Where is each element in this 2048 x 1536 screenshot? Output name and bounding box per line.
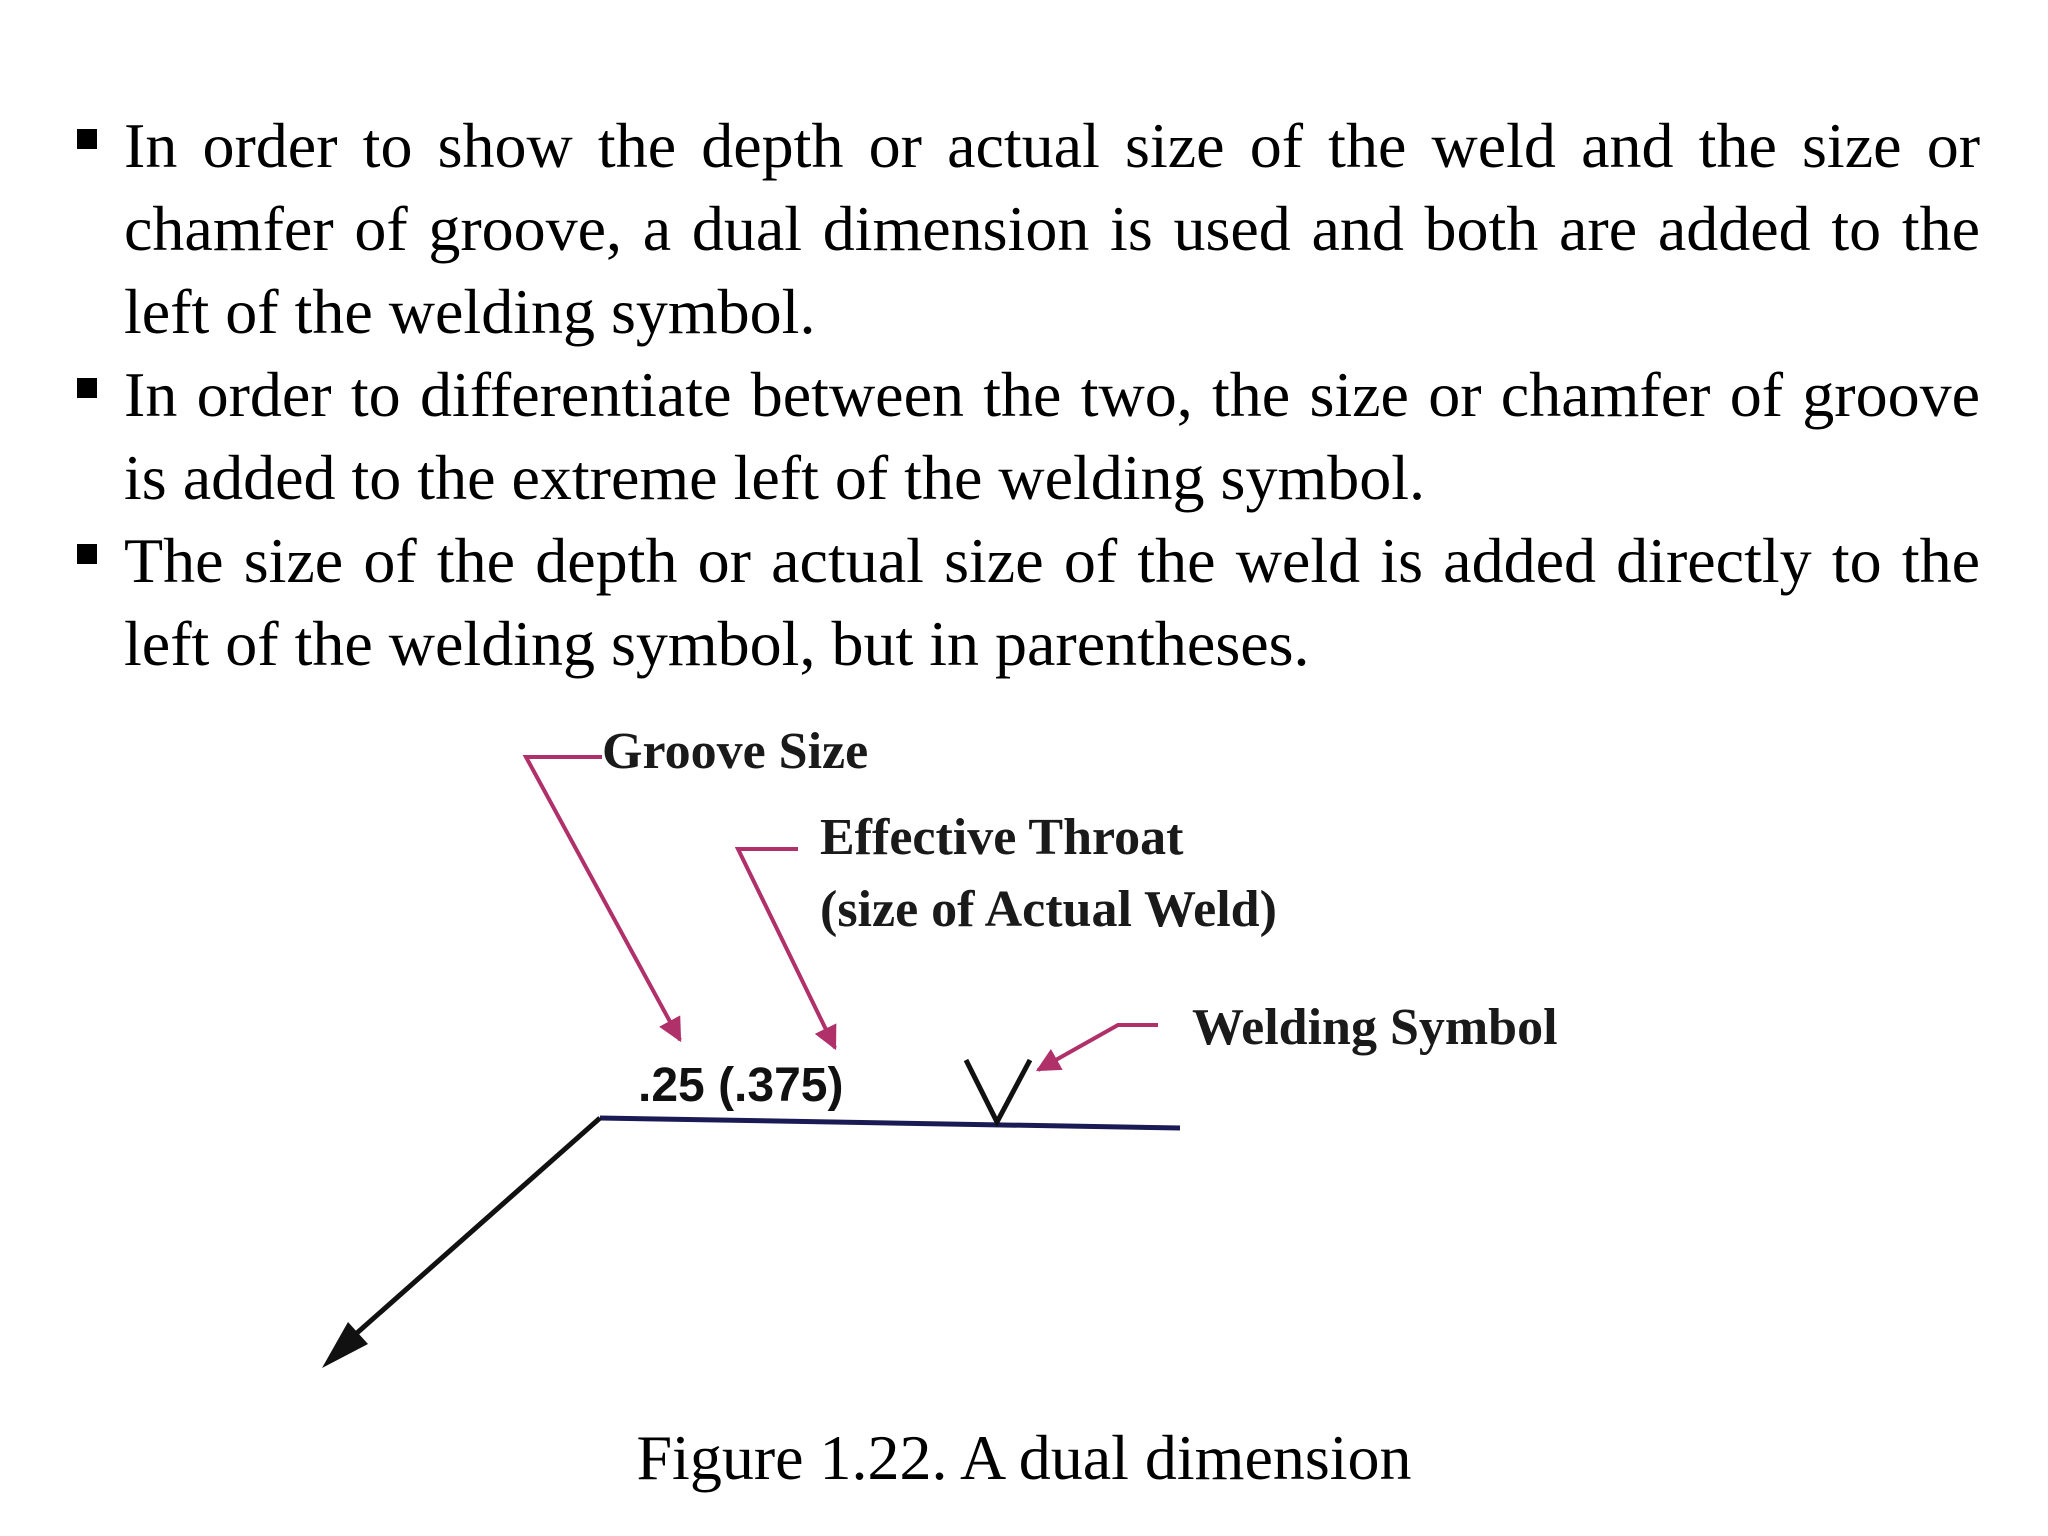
bullet-item: The size of the depth or actual size of … — [77, 519, 1980, 685]
square-bullet-icon — [77, 544, 97, 564]
groove-size-leader — [522, 755, 682, 1043]
v-groove-weld-icon — [963, 1058, 1033, 1128]
square-bullet-icon — [77, 129, 97, 149]
square-bullet-icon — [77, 378, 97, 398]
effective-throat-leader — [734, 847, 837, 1051]
reference-line — [599, 1115, 1181, 1131]
welding-symbol-diagram: Groove Size Effective Throat (size of Ac… — [300, 700, 1700, 1420]
welding-symbol-label: Welding Symbol — [1192, 999, 1558, 1056]
bullet-item: In order to show the depth or actual siz… — [77, 104, 1980, 353]
groove-size-label: Groove Size — [602, 723, 869, 780]
bullet-text: In order to differentiate between the tw… — [124, 359, 1980, 513]
figure-caption: Figure 1.22. A dual dimension — [636, 1422, 1412, 1493]
arrowhead-icon — [322, 1322, 368, 1368]
bullet-item: In order to differentiate between the tw… — [77, 353, 1980, 519]
bullet-list: In order to show the depth or actual siz… — [77, 104, 1980, 685]
actual-weld-label: (size of Actual Weld) — [820, 881, 1277, 938]
bullet-text: The size of the depth or actual size of … — [124, 525, 1980, 679]
effective-throat-label: Effective Throat — [820, 809, 1184, 866]
dual-dimension-text: .25 (.375) — [638, 1059, 844, 1112]
arrow-line — [338, 1116, 602, 1350]
diagram-graphics — [322, 755, 1181, 1368]
welding-symbol-leader — [1035, 1023, 1158, 1072]
bullet-text: In order to show the depth or actual siz… — [124, 110, 1980, 347]
